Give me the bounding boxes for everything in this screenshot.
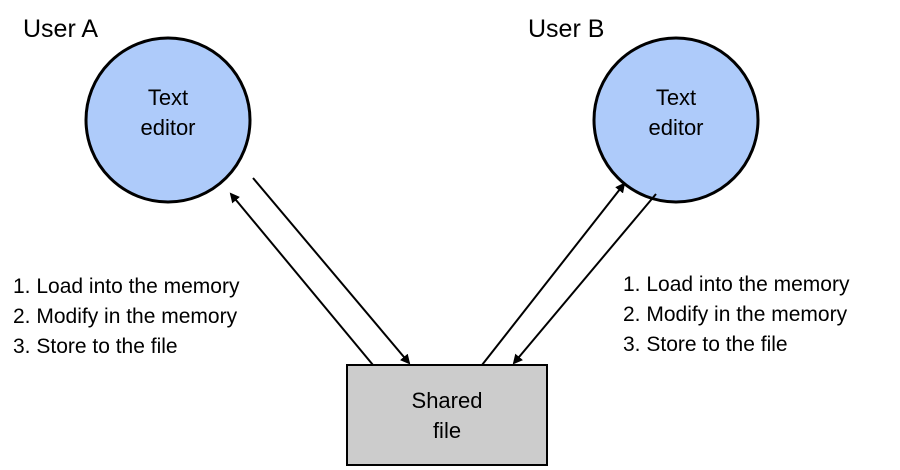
shared-file-label: Shared file [397, 386, 497, 446]
step-item: 3. Store to the file [623, 333, 788, 356]
step-item: 1. Load into the memory [13, 275, 240, 298]
arrow-user-b-to-file [512, 193, 657, 365]
user-a-label: User A [23, 15, 99, 43]
text-editor-label-line2: editor [140, 115, 196, 140]
step-item: 1. Load into the memory [623, 273, 850, 296]
text-editor-label-line2: editor [648, 115, 704, 140]
text-editor-label-user-a: Text editor [118, 83, 218, 143]
shared-file-node [346, 364, 548, 466]
text-editor-label-line1: Text [655, 85, 697, 110]
text-editor-node-user-b [592, 36, 760, 204]
arrow-file-to-user-a [229, 192, 374, 366]
step-item: 2. Modify in the memory [623, 303, 848, 326]
text-editor-node-user-a [84, 36, 252, 204]
step-item: 3. Store to the file [13, 335, 178, 358]
steps-list-user-b: 1. Load into the memory 2. Modify in the… [623, 270, 849, 360]
text-editor-label-line1: Text [147, 85, 189, 110]
shared-file-label-line2: file [432, 418, 462, 443]
user-b-label: User B [528, 15, 605, 43]
step-item: 2. Modify in the memory [13, 305, 238, 328]
arrow-user-a-to-file [252, 177, 411, 365]
arrow-file-to-user-b [481, 182, 626, 366]
steps-list-user-a: 1. Load into the memory 2. Modify in the… [13, 272, 239, 362]
text-editor-label-user-b: Text editor [626, 83, 726, 143]
shared-file-label-line1: Shared [411, 388, 483, 413]
